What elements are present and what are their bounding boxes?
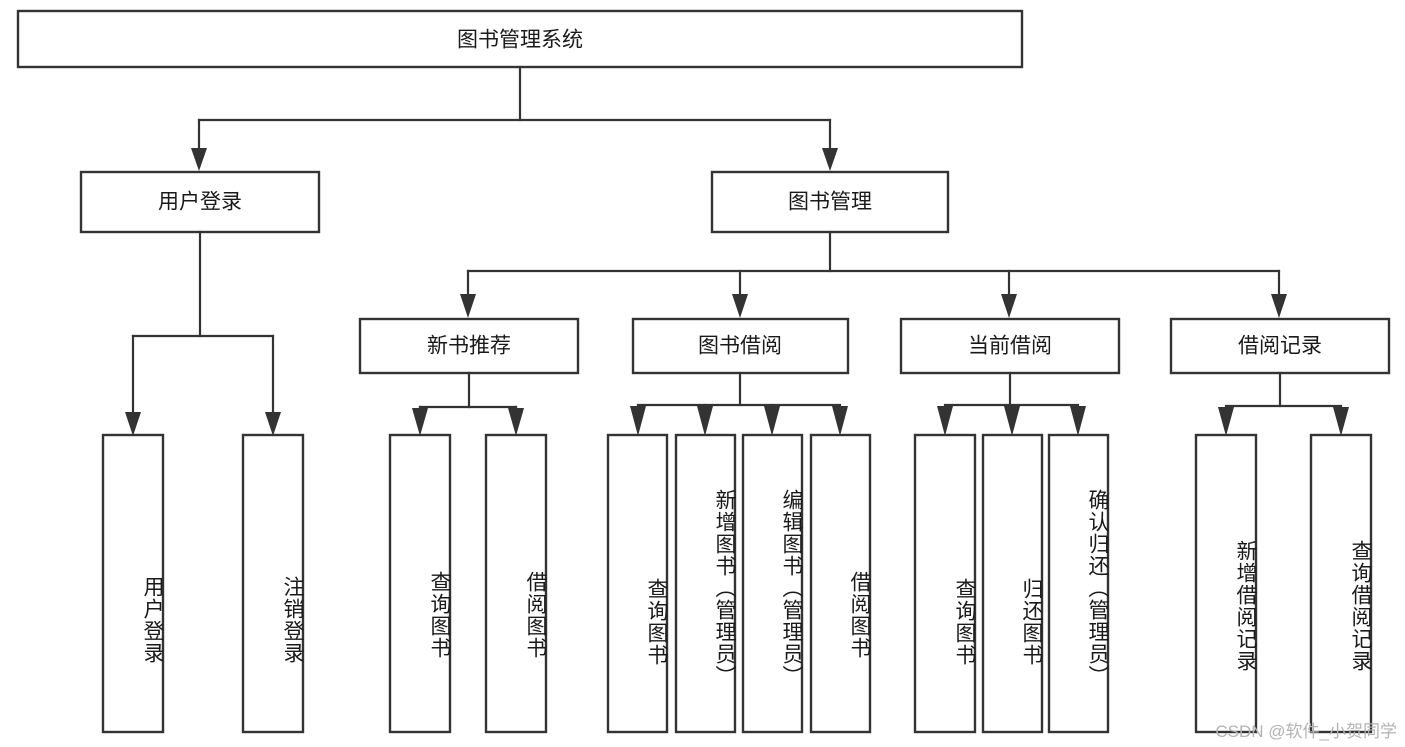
arrow-head-icon (630, 406, 646, 436)
node-book-borrow[interactable]: 图书借阅 (631, 317, 850, 375)
node-book-management[interactable]: 图书管理 (710, 170, 950, 234)
leaf-box-edit-book-admin[interactable] (741, 433, 804, 734)
leaf-box-logout[interactable] (241, 433, 305, 734)
arrow-head-icon (125, 412, 141, 436)
leaf-box-query-borrow-record[interactable] (1309, 433, 1373, 734)
node-new-book-recommend[interactable]: 新书推荐 (358, 317, 580, 375)
connector-borrow-record-to-leaves (1218, 371, 1349, 436)
arrow-head-icon (822, 148, 838, 171)
connector-new-book-recommend-to-leaves (412, 371, 524, 436)
arrow-head-icon (732, 294, 748, 318)
arrow-head-icon (1271, 294, 1287, 318)
node-root-label: 图书管理系统 (457, 29, 583, 52)
arrow-head-icon (412, 408, 428, 436)
arrow-head-icon (460, 294, 476, 318)
node-current-borrow-label: 当前借阅 (968, 335, 1052, 358)
leaf-box-user-login[interactable] (101, 433, 165, 734)
watermark: CSDN @软件_小贺同学 (1215, 722, 1397, 741)
leaf-box-confirm-return-admin[interactable] (1047, 433, 1110, 734)
arrow-head-icon (1070, 406, 1086, 436)
leaf-box-query-book-3[interactable] (913, 433, 977, 734)
arrow-head-icon (764, 406, 780, 436)
arrow-head-icon (1001, 294, 1017, 318)
node-new-book-recommend-box[interactable] (358, 317, 580, 375)
leaf-box-borrow-book-1[interactable] (484, 433, 548, 734)
arrow-head-icon (937, 406, 953, 436)
leaf-box-add-borrow-record[interactable] (1194, 433, 1258, 734)
arrow-head-icon (191, 148, 207, 171)
connector-book-management-to-level3 (460, 230, 1287, 318)
arrow-head-icon (1004, 406, 1020, 436)
leaf-box-return-book[interactable] (981, 433, 1044, 734)
connector-current-borrow-to-leaves (937, 371, 1086, 436)
node-user-login-label: 用户登录 (158, 191, 242, 214)
node-user-login[interactable]: 用户登录 (79, 170, 321, 234)
node-borrow-record-label: 借阅记录 (1238, 335, 1322, 358)
arrow-head-icon (508, 408, 524, 436)
node-borrow-record-box[interactable] (1169, 317, 1391, 375)
leaf-box-query-book-2[interactable] (606, 433, 669, 734)
arrow-head-icon (265, 412, 281, 436)
leaf-box-query-book-1[interactable] (388, 433, 452, 734)
node-current-borrow-box[interactable] (899, 317, 1121, 375)
connector-root-to-level2 (191, 65, 838, 171)
node-book-management-label: 图书管理 (788, 191, 872, 214)
connector-book-borrow-to-leaves (630, 371, 848, 436)
node-root-box[interactable] (16, 9, 1024, 69)
node-book-borrow-label: 图书借阅 (698, 335, 782, 358)
arrow-head-icon (1333, 407, 1349, 436)
node-borrow-record[interactable]: 借阅记录 (1169, 317, 1391, 375)
node-book-management-box[interactable] (710, 170, 950, 234)
arrow-head-icon (697, 406, 713, 436)
node-book-borrow-box[interactable] (631, 317, 850, 375)
leaf-box-borrow-book-2[interactable] (809, 433, 872, 734)
arrow-head-icon (1218, 407, 1234, 436)
leaf-box-add-book-admin[interactable] (674, 433, 737, 734)
arrow-head-icon (832, 406, 848, 436)
node-current-borrow[interactable]: 当前借阅 (899, 317, 1121, 375)
connector-user-login-to-leaves (125, 230, 281, 436)
node-root[interactable]: 图书管理系统 (16, 9, 1024, 69)
node-new-book-recommend-label: 新书推荐 (427, 335, 511, 358)
